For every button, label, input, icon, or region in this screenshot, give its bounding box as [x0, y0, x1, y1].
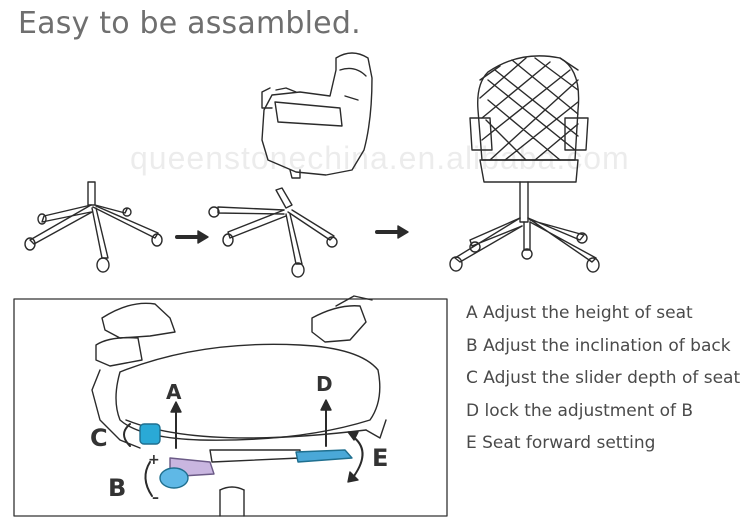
legend-item-a: A Adjust the height of seat: [466, 303, 693, 323]
label-e: E: [372, 444, 389, 472]
label-plus: +: [148, 452, 160, 468]
lever-b: [144, 457, 215, 497]
legend-item-d: D lock the adjustment of B: [466, 400, 694, 421]
arrow-step1-to-step2: [175, 230, 209, 244]
label-c: C: [90, 424, 108, 452]
page-title: Easy to be assambled.: [18, 6, 361, 41]
label-b: B: [108, 474, 127, 502]
knob-c: [123, 423, 161, 447]
watermark-text: queenstonechina.en.alibaba.com: [130, 140, 630, 176]
label-a: A: [166, 380, 182, 404]
legend-item-b: B Adjust the inclination of back: [466, 335, 731, 356]
arrow-a-up: [170, 401, 182, 449]
lever-e: [295, 431, 364, 483]
seat-detail: [91, 295, 387, 517]
arrow-d-up: [320, 399, 332, 447]
detail-frame: [13, 298, 448, 517]
assembled-chair: [449, 55, 600, 273]
legend-item-c: C Adjust the slider depth of seat: [466, 368, 741, 388]
adjustment-legend: A Adjust the height of seat B Adjust the…: [466, 302, 740, 465]
chair-base-step1: [24, 181, 163, 273]
arrow-step2-to-step3: [375, 225, 409, 239]
label-d: D: [316, 372, 333, 396]
legend-item-e: E Seat forward setting: [466, 433, 656, 453]
chair-seat-step2: [261, 52, 373, 179]
chair-base-step2: [208, 187, 338, 278]
label-minus: –: [152, 490, 159, 506]
